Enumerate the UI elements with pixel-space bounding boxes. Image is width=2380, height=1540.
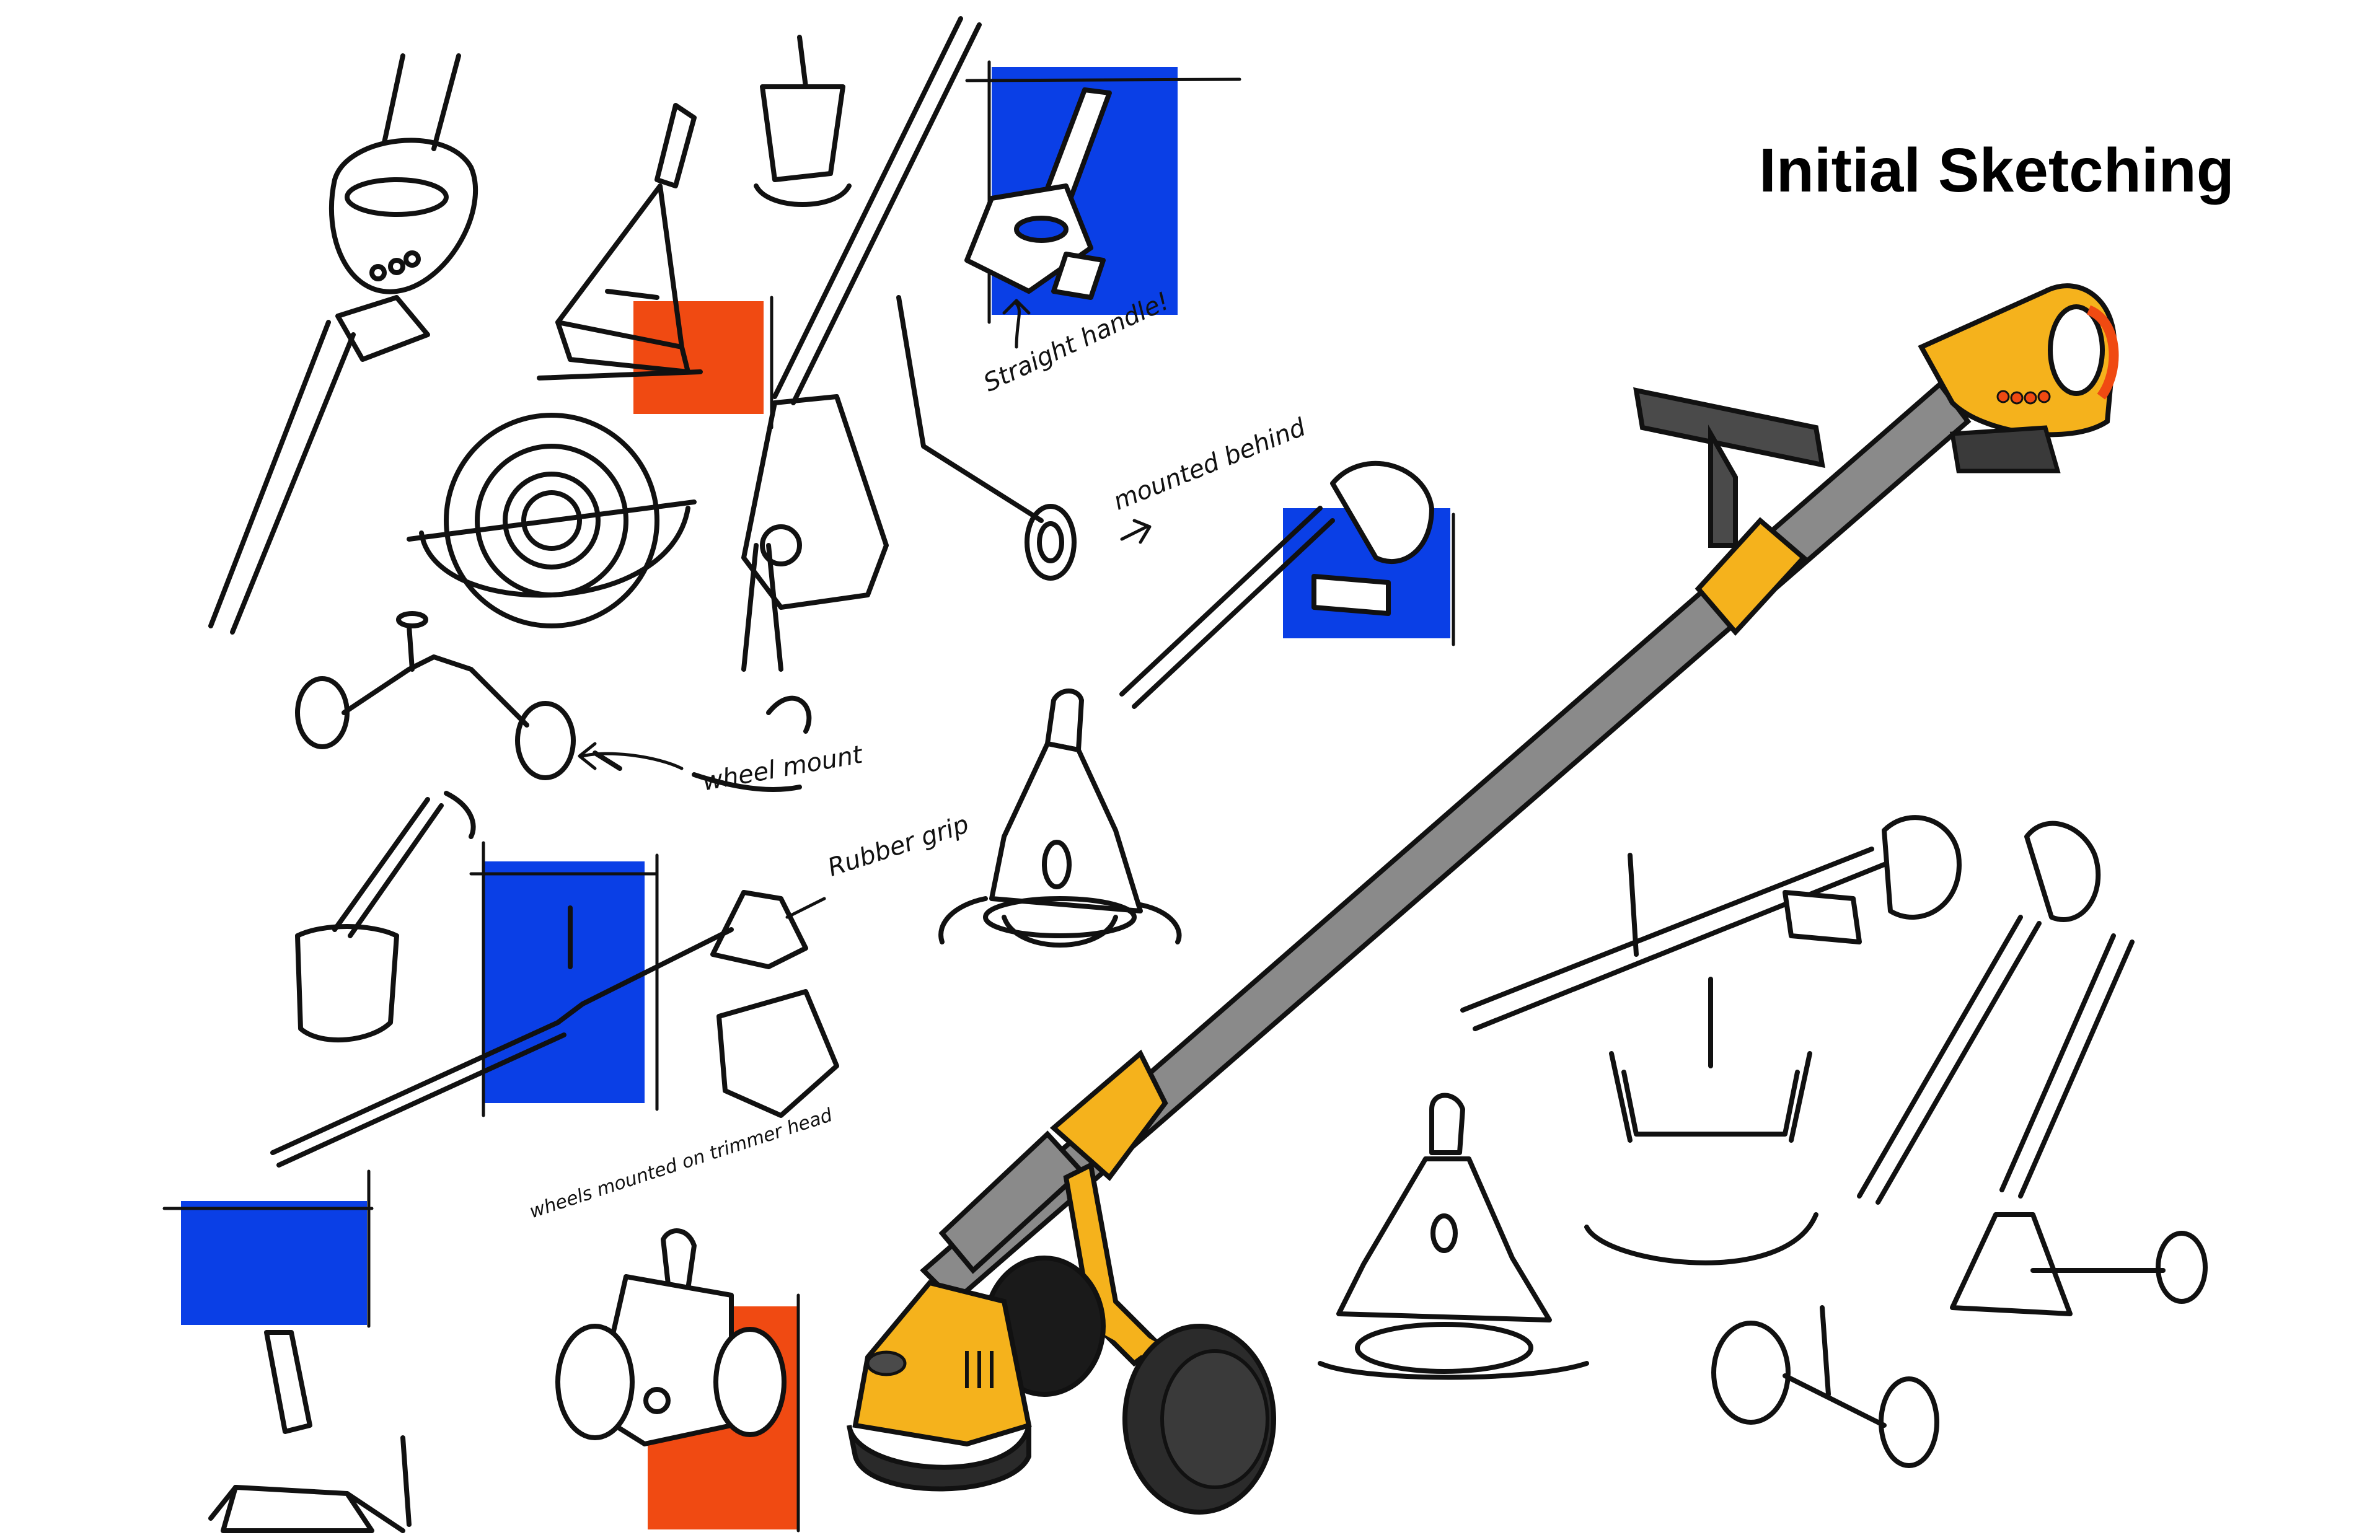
sketch-handle-top-left xyxy=(208,53,478,635)
frame-lines xyxy=(162,60,1455,1533)
sketch-rubber-grip-trimmer xyxy=(270,695,839,1168)
blue-block-left-mid xyxy=(483,861,645,1103)
aux-handle xyxy=(1633,387,1825,469)
blue-block-bottom-left xyxy=(181,1201,367,1325)
grip-collar xyxy=(1695,517,1807,636)
sketch-bucket-left xyxy=(295,791,476,1043)
trigger xyxy=(1949,425,2061,473)
sketch-bucket-top xyxy=(754,35,852,207)
sketch-trimmer-head-top xyxy=(537,103,703,381)
annotation-arrows xyxy=(578,299,1152,919)
sketch-right-head-front xyxy=(1318,1093,1589,1380)
page-title: Initial Sketching xyxy=(1759,136,2234,205)
sketch-trimmer-tall xyxy=(741,16,1077,672)
sketch-mounted-behind xyxy=(1119,460,1434,709)
wheel-arm xyxy=(1063,1161,1163,1367)
trimmer-render xyxy=(847,283,2119,1515)
sketch-joystick-bottom-left xyxy=(208,1330,412,1533)
sketch-small-wheel-assembly xyxy=(1711,1305,1939,1468)
trimmer-head xyxy=(852,1280,1032,1447)
sketch-right-trimmer xyxy=(1460,815,1962,1031)
orange-block-top xyxy=(633,301,764,414)
sketch-wheels-on-head xyxy=(555,1228,787,1446)
sketch-straight-handle xyxy=(964,87,1112,300)
sketch-round-head xyxy=(407,413,697,628)
sketch-far-right-trimmer xyxy=(1857,821,2208,1316)
sketch-right-wheels xyxy=(1584,977,1818,1265)
sketch-head-front-center xyxy=(938,689,1182,948)
sketch-wheel-mount xyxy=(295,611,802,792)
lower-sleeve xyxy=(1049,1049,1168,1181)
